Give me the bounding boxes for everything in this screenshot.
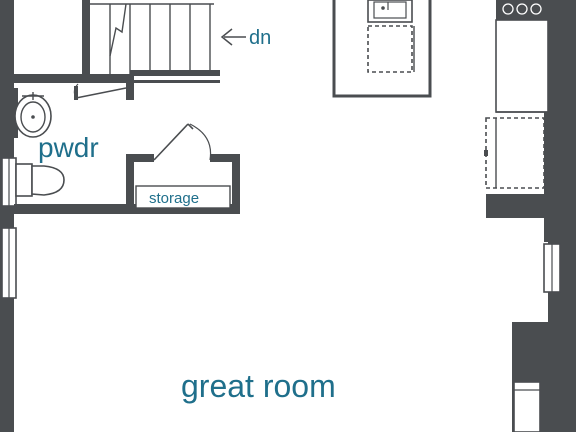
great-room-label: great room xyxy=(181,368,336,404)
fireplace xyxy=(512,322,552,432)
refrigerator xyxy=(484,117,545,189)
powder-room-walls xyxy=(14,74,240,214)
storage-door xyxy=(153,123,212,161)
kitchen-island xyxy=(332,0,432,98)
powder-door xyxy=(73,83,127,100)
left-window-upper xyxy=(1,157,17,207)
toilet-fixture xyxy=(15,163,65,197)
sink-fixture xyxy=(14,88,52,138)
staircase xyxy=(82,0,220,83)
down-arrow-icon xyxy=(220,28,246,46)
storage-closet xyxy=(134,154,240,214)
left-window-lower xyxy=(1,227,17,299)
range-appliance xyxy=(496,0,548,20)
down-label: dn xyxy=(249,27,271,49)
powder-room-label: pwdr xyxy=(38,132,99,163)
right-window xyxy=(543,243,561,293)
left-exterior-wall xyxy=(0,0,14,432)
right-wall-segment xyxy=(486,112,556,242)
storage-label: storage xyxy=(149,190,199,207)
